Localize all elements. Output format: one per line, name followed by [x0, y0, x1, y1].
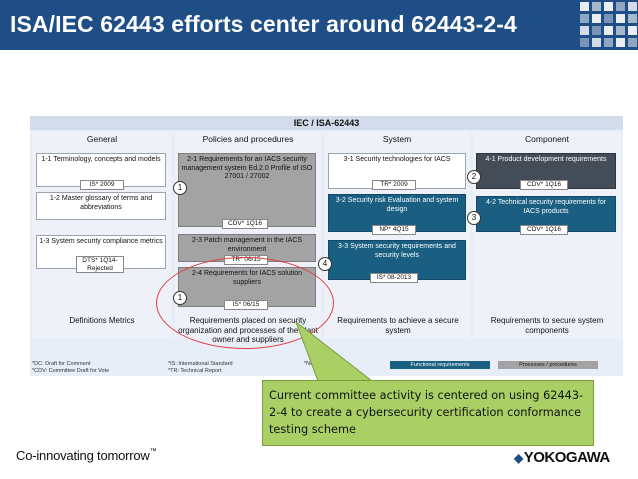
- note-tr: *TR: Technical Report: [168, 368, 222, 374]
- number-marker: 1: [173, 181, 187, 195]
- box-1-2: 1-2 Master glossary of terms and abbrevi…: [36, 192, 166, 220]
- bottom-text-general: Definitions Metrics: [69, 316, 135, 325]
- column-header-general: General: [86, 134, 118, 144]
- box-2-3-label: 2-3 Patch management in the IACS environ…: [191, 237, 303, 253]
- note-is: *IS: International Standard: [168, 361, 233, 367]
- title-bar: ISA/IEC 62443 efforts center around 6244…: [0, 0, 638, 50]
- box-2-1-label: 2-1 Requirements for an IACS security ma…: [181, 156, 313, 180]
- number-marker: 4: [318, 257, 332, 271]
- tagline-text: Co-innovating tomorrow: [16, 448, 150, 463]
- bottom-text-component: Requirements to secure system components: [490, 316, 604, 335]
- box-1-2-label: 1-2 Master glossary of terms and abbrevi…: [49, 195, 153, 211]
- column-header-policies: Policies and procedures: [202, 134, 294, 144]
- yokogawa-logo: ◆YOKOGAWA: [514, 449, 610, 466]
- number-marker: 3: [467, 211, 481, 225]
- box-2-1: 2-1 Requirements for an IACS security ma…: [178, 153, 316, 227]
- tag-4-2: CDV* 1Q16: [520, 225, 568, 235]
- bottom-text-system: Requirements to achieve a secure system: [337, 316, 459, 335]
- box-4-1-label: 4-1 Product development requirements: [485, 156, 607, 163]
- tag-3-3: IS* 08-2013: [370, 273, 418, 283]
- note-np: *NP:: [304, 361, 316, 367]
- footer-tagline: Co-innovating tomorrow™: [16, 448, 157, 463]
- column-header-system: System: [382, 134, 412, 144]
- box-3-3-label: 3-3 System security requirements and sec…: [338, 243, 456, 259]
- box-3-2-label: 3-2 Security risk Evaluation and system …: [335, 197, 459, 213]
- highlight-ring: [156, 257, 334, 349]
- tag-2-1: CDV* 1Q16: [222, 219, 268, 229]
- box-1-1-label: 1-1 Terminology, concepts and models: [41, 156, 161, 163]
- note-dc: *DC: Draft for Comment: [32, 361, 91, 367]
- brand-mark-icon: ◆: [514, 451, 523, 465]
- callout-text: Current committee activity is centered o…: [269, 389, 584, 436]
- tag-3-2: NP* 4Q15: [372, 225, 416, 235]
- tag-4-1: CDV* 1Q16: [520, 180, 568, 190]
- tag-1-1: IS* 2009: [80, 180, 124, 190]
- legend-functional: Functional requirements: [390, 361, 490, 369]
- tag-1-3: DTS* 1Q14- Rejected: [76, 256, 124, 273]
- legend-processes: Processes / procedures: [498, 361, 598, 369]
- column-header-component: Component: [525, 134, 569, 144]
- decorative-grid-icon: [576, 0, 638, 50]
- box-4-2-label: 4-2 Technical security requirements for …: [485, 199, 607, 215]
- number-marker: 2: [467, 170, 481, 184]
- brand-name: YOKOGAWA: [523, 449, 611, 466]
- callout-box: Current committee activity is centered o…: [262, 380, 594, 446]
- tag-3-1: TR* 2009: [372, 180, 416, 190]
- note-cdv: *CDV: Committee Draft for Vote: [32, 368, 110, 374]
- box-3-1: 3-1 Security technologies for IACS: [328, 153, 466, 189]
- trademark-mark: ™: [149, 448, 157, 455]
- box-3-1-label: 3-1 Security technologies for IACS: [343, 156, 451, 163]
- diagram-title: IEC / ISA-62443: [30, 116, 623, 130]
- box-1-3-label: 1-3 System security compliance metrics: [39, 238, 163, 245]
- slide-title: ISA/IEC 62443 efforts center around 6244…: [10, 11, 517, 37]
